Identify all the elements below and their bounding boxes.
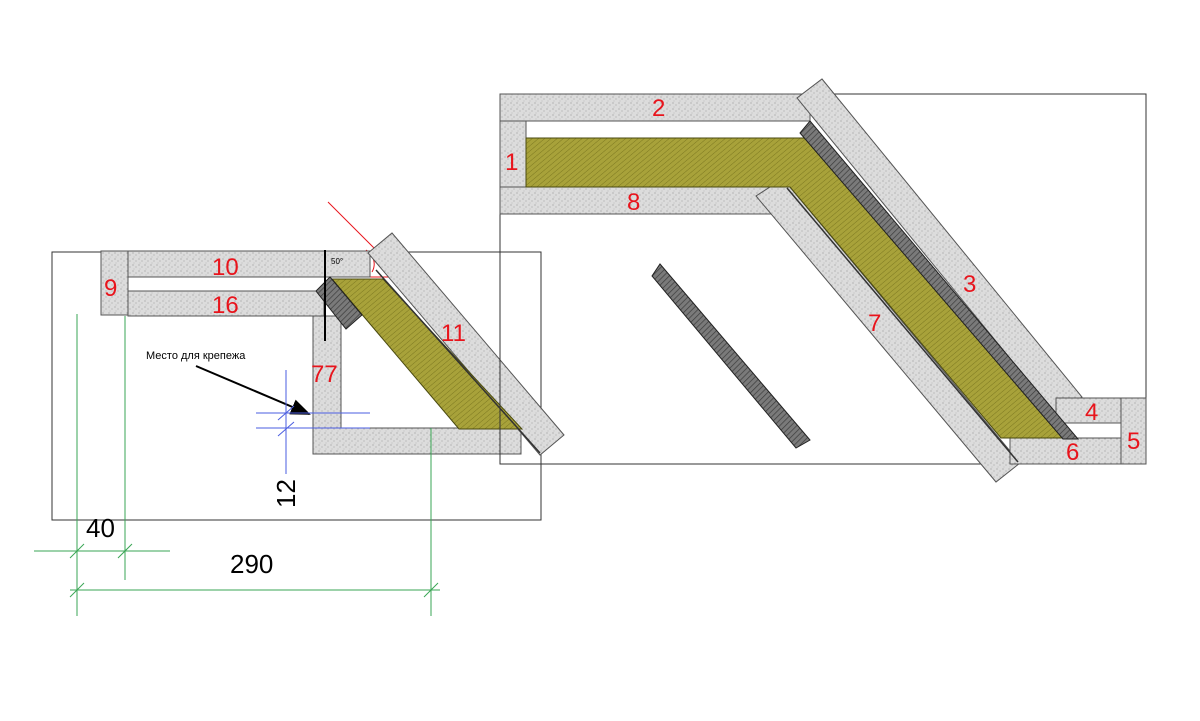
board-5 xyxy=(1120,397,1147,465)
construction-lines xyxy=(256,370,370,474)
part-label-5: 5 xyxy=(1127,428,1140,455)
part-label-16: 16 xyxy=(212,292,239,319)
right-assembly xyxy=(499,78,1147,483)
part-label-11: 11 xyxy=(441,320,466,347)
board-9 xyxy=(100,250,129,316)
left-assembly xyxy=(51,201,565,521)
part-label-4: 4 xyxy=(1085,399,1098,426)
fastener-arrow xyxy=(195,365,311,415)
board-6 xyxy=(1009,437,1122,465)
right-dark-board xyxy=(799,120,1080,440)
left-dark-board xyxy=(315,276,363,330)
board-2 xyxy=(499,93,811,122)
board-11 xyxy=(367,232,565,456)
part-label-9: 9 xyxy=(104,275,117,302)
part-label-7: 7 xyxy=(868,310,881,337)
dimension-12: 12 xyxy=(271,479,301,508)
dimension-290: 290 xyxy=(230,549,273,579)
dimension-40: 40 xyxy=(86,513,115,543)
angle-label: 50° xyxy=(331,257,343,266)
loose-dark-board xyxy=(651,263,811,449)
right-diag-edge xyxy=(786,187,1019,463)
board-10 xyxy=(127,250,371,278)
left-insulation xyxy=(330,278,524,430)
left-diag-edge xyxy=(375,269,541,454)
board-bottom-left xyxy=(312,427,522,455)
part-label-10: 10 xyxy=(212,254,239,281)
fastener-note: Место для крепежа xyxy=(146,350,246,362)
board-4 xyxy=(1055,397,1122,424)
part-label-8: 8 xyxy=(627,189,640,216)
part-label-2: 2 xyxy=(652,95,665,122)
part-label-3: 3 xyxy=(963,271,976,298)
part-label-6: 6 xyxy=(1066,439,1079,466)
part-label-77: 77 xyxy=(311,361,338,388)
dimension-lines xyxy=(34,314,440,616)
part-label-1: 1 xyxy=(505,149,518,176)
